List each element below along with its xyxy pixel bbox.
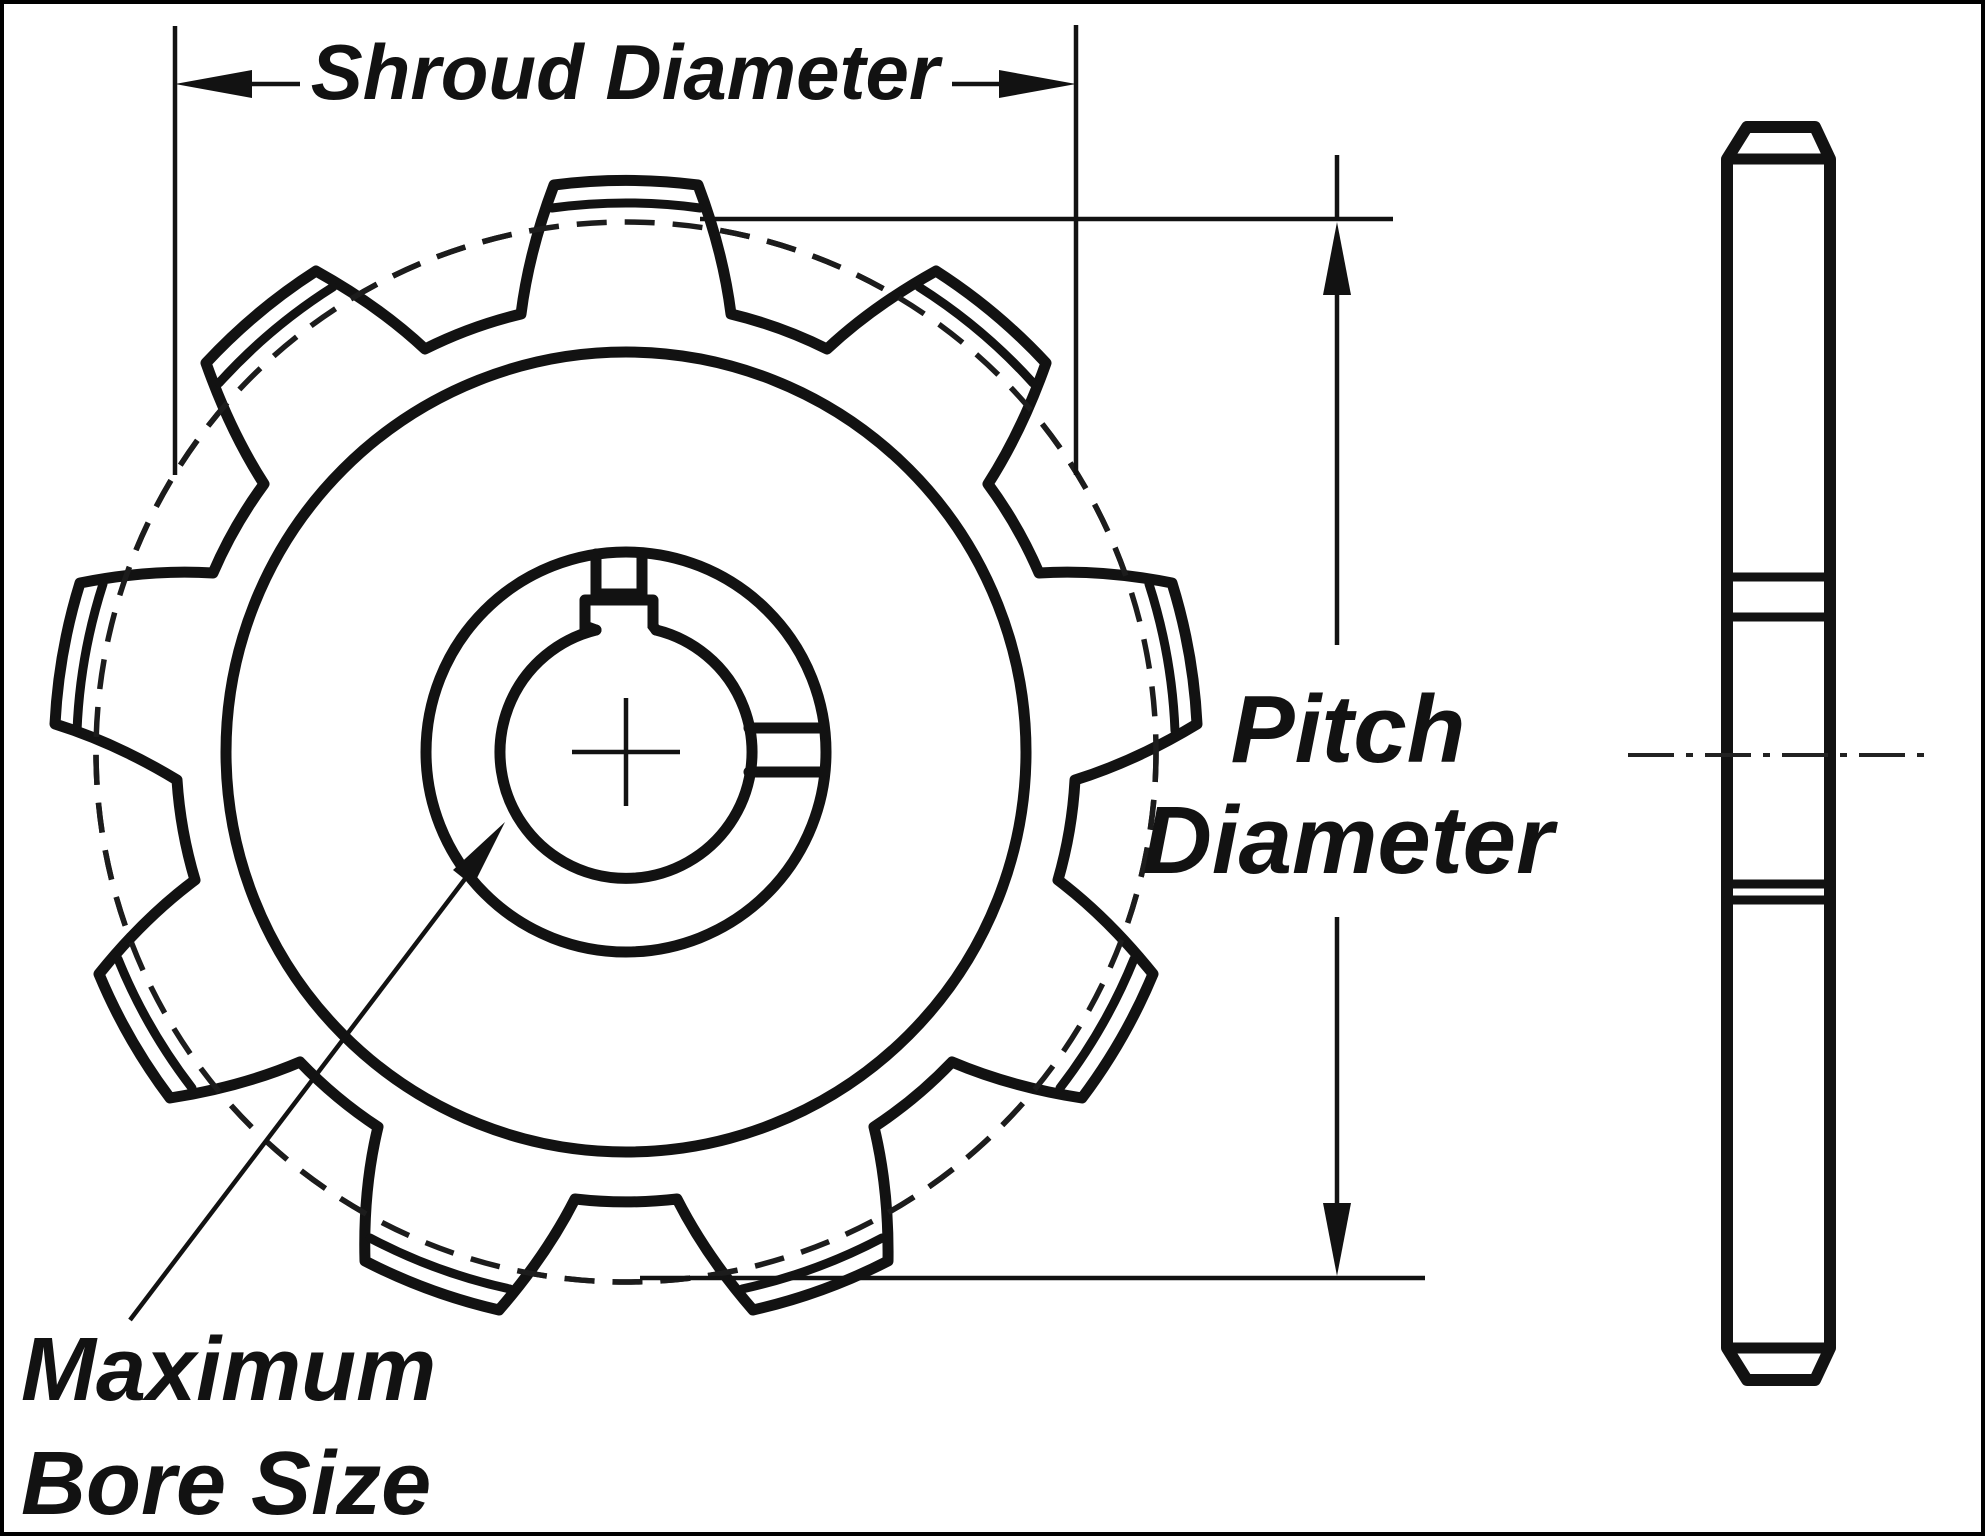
center-cross-icon: [572, 698, 680, 806]
side-view-shroud-lines-upper: [1722, 572, 1835, 622]
label-shroud-diameter: Shroud Diameter: [311, 28, 943, 116]
side-view-outline: [1721, 121, 1836, 1386]
inner-rim-circle: [220, 346, 1032, 1158]
arrow-down-icon: [1323, 1203, 1351, 1276]
hub-circle: [420, 546, 832, 958]
pitch-circle-dashed-overlay: [93, 219, 1159, 1285]
label-max-bore-line2: Bore Size: [21, 1434, 431, 1534]
front-view: [49, 174, 1203, 1316]
arrow-left-icon: [175, 70, 252, 98]
label-pitch-diameter-line1: Pitch: [1231, 676, 1466, 783]
side-view-shroud-lines-lower: [1722, 879, 1835, 905]
label-pitch-diameter-line2: Diameter: [1143, 787, 1559, 894]
split-slot: [743, 722, 829, 778]
side-view: [1628, 121, 1928, 1386]
bore-circle: [494, 624, 758, 884]
keyway: [579, 594, 662, 636]
bore-leader-line: [128, 873, 470, 1322]
tooth-tip-band: [72, 198, 1180, 1294]
arrow-up-icon: [1323, 222, 1351, 295]
leader-arrow-icon: [453, 822, 505, 886]
hub-notch: [590, 547, 648, 600]
arrow-right-icon: [999, 70, 1076, 98]
pitch-dimension: Pitch Diameter: [640, 155, 1559, 1281]
shroud-dimension: Shroud Diameter: [172, 25, 1079, 475]
bore-annotation: Maximum Bore Size: [21, 822, 505, 1534]
label-max-bore-line1: Maximum: [21, 1320, 436, 1420]
